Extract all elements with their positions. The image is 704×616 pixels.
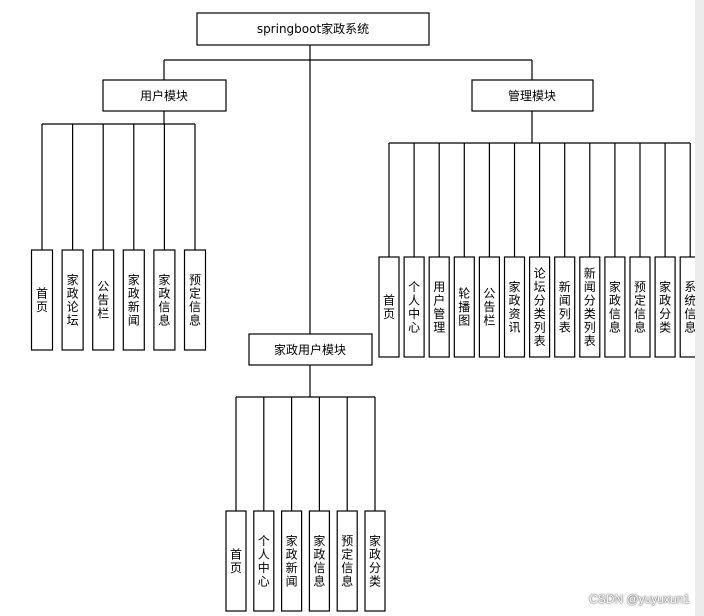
- admin-child-label: 新闻列表: [559, 279, 571, 335]
- housekeeping-user-child-box: [308, 510, 330, 612]
- user-child-label: 家政论坛: [67, 272, 79, 328]
- user-child-label: 家政信息: [158, 272, 170, 328]
- housekeeping-user-module-box: [248, 333, 373, 366]
- housekeeping-user-child-label: 家政信息: [313, 533, 325, 589]
- housekeeping-user-child-box: [336, 510, 358, 612]
- csdn-watermark: CSDN @yuyuxun1: [589, 592, 690, 606]
- admin-child-label: 系统信息: [684, 280, 696, 335]
- admin-child-label: 公告栏: [483, 287, 495, 328]
- admin-child-box: [604, 256, 626, 358]
- vertical-scrollbar[interactable]: [695, 0, 704, 616]
- admin-child-box: [554, 256, 576, 358]
- housekeeping-user-child-box: [253, 510, 275, 612]
- user-child-box: [61, 249, 84, 351]
- admin-child-box: [453, 256, 475, 358]
- root-node-label: springboot家政系统: [257, 21, 369, 36]
- user-child-box: [153, 249, 176, 351]
- admin-child-label: 预定信息: [634, 280, 646, 335]
- admin-child-box: [378, 256, 400, 358]
- user-child-box: [122, 249, 145, 351]
- admin-child-box: [579, 256, 601, 358]
- admin-child-box: [478, 256, 500, 358]
- admin-child-box: [629, 256, 651, 358]
- user-child-box: [30, 249, 54, 351]
- admin-module-label: 管理模块: [508, 88, 556, 103]
- housekeeping-user-child-label: 家政分类: [369, 533, 381, 589]
- user-child-box: [183, 249, 207, 351]
- admin-child-label: 家政资讯: [508, 279, 520, 335]
- admin-child-label: 轮播图: [458, 287, 470, 328]
- user-child-label: 预定信息: [189, 273, 201, 328]
- admin-child-box: [428, 256, 450, 358]
- admin-child-label: 用户管理: [433, 280, 445, 335]
- admin-child-label: 新闻分类列表: [584, 265, 596, 348]
- root-node-box: [196, 12, 430, 46]
- housekeeping-user-child-label: 预定信息: [341, 534, 353, 589]
- admin-child-box: [503, 256, 526, 358]
- user-module-box: [102, 79, 227, 112]
- housekeeping-user-child-box: [281, 510, 303, 612]
- housekeeping-user-child-box: [225, 510, 247, 612]
- housekeeping-user-child-label: 家政新闻: [286, 533, 298, 589]
- housekeeping-user-child-label: 首页: [230, 547, 242, 575]
- user-child-box: [92, 249, 115, 351]
- admin-child-label: 家政分类: [659, 279, 671, 335]
- housekeeping-user-child-box: [364, 510, 386, 612]
- admin-child-label: 家政信息: [609, 279, 621, 335]
- user-module-label: 用户模块: [140, 88, 188, 103]
- admin-child-box: [654, 256, 676, 358]
- user-child-label: 首页: [36, 286, 48, 314]
- user-child-label: 家政新闻: [128, 272, 140, 328]
- user-child-label: 公告栏: [97, 280, 109, 321]
- admin-child-label: 首页: [383, 293, 395, 321]
- admin-child-box: [403, 256, 425, 358]
- housekeeping-user-child-label: 个人中心: [258, 534, 270, 589]
- admin-child-box: [528, 256, 551, 358]
- admin-child-label: 论坛分类列表: [534, 266, 546, 348]
- housekeeping-user-module-label: 家政用户模块: [274, 342, 346, 357]
- admin-module-box: [471, 79, 594, 112]
- admin-child-label: 个人中心: [408, 280, 420, 335]
